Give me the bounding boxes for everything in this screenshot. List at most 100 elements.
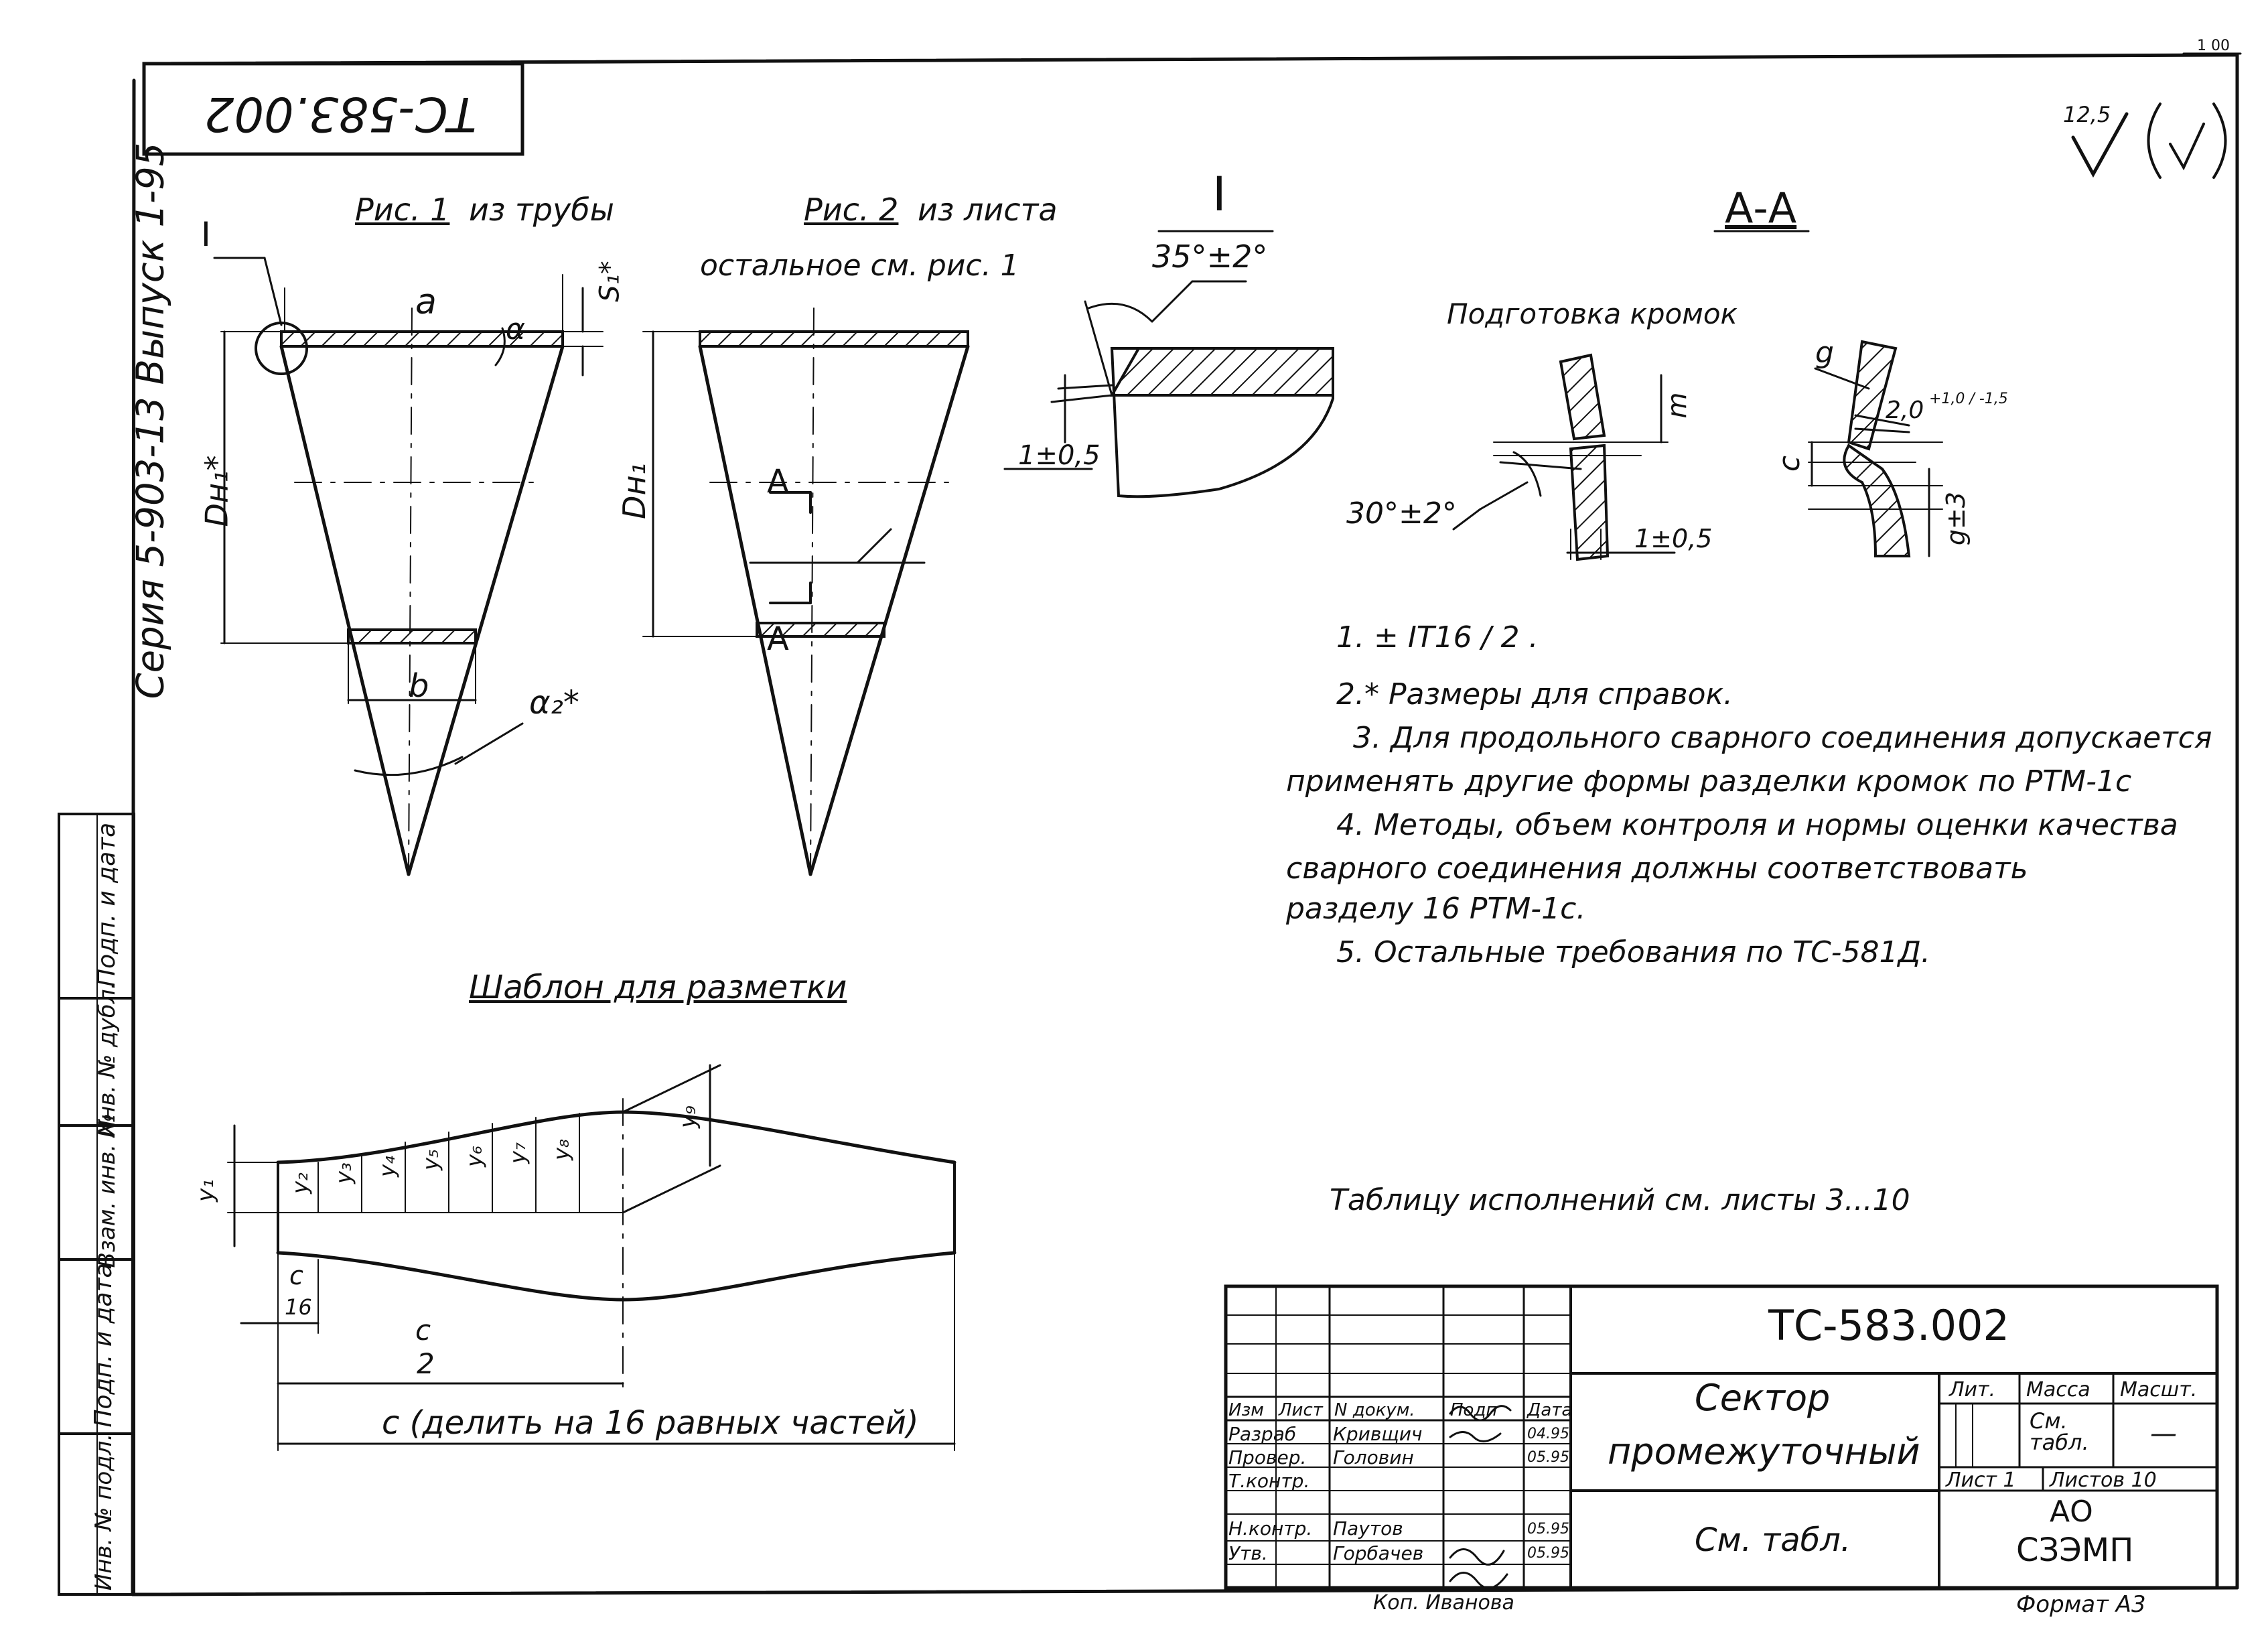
section-aa-gap: 1±0,5 <box>1634 524 1713 553</box>
tb-lit-label: Лит. <box>1949 1378 1996 1402</box>
roughness-value: 12,5 <box>2063 102 2111 127</box>
template-y-label: y₁ <box>192 1179 219 1202</box>
detail1-part <box>1110 347 1334 498</box>
tb-name: Головин <box>1333 1446 1414 1469</box>
title-block-material: См. табл. <box>1695 1521 1851 1559</box>
fig1-label-b: b <box>409 667 429 705</box>
fig2-cone-right <box>808 344 970 876</box>
fig1-label-a: a <box>415 282 437 322</box>
template-c16-den: 16 <box>285 1294 312 1320</box>
note-line: 4. Методы, объем контроля и нормы оценки… <box>1336 808 2178 842</box>
tb-header: Лист <box>1279 1400 1323 1420</box>
tb-header: Дата <box>1527 1400 1573 1420</box>
tb-scale-label: Масшт. <box>2120 1378 2198 1402</box>
side-stamp-label: Подп. и дата <box>90 1263 117 1428</box>
note-line: 5. Остальные требования по ТС-581Д. <box>1336 935 1930 969</box>
detail1-angle: 35°±2° <box>1152 238 1268 275</box>
tb-role: Провер. <box>1228 1446 1307 1469</box>
fig1-detail-label: I <box>201 215 211 254</box>
tb-sheet-label: Лист 1 <box>1946 1469 2016 1492</box>
table-note: Таблицу исполнений см. листы 3...10 <box>1330 1183 1910 1217</box>
fig2-bottom-wall <box>756 622 885 638</box>
section-aa-m: m <box>1662 392 1693 419</box>
template-title: Шаблон для разметки <box>469 969 847 1006</box>
note-line: разделу 16 РТМ-1с. <box>1286 892 1586 926</box>
note-line: 1. ± IT16 / 2 . <box>1336 620 1539 655</box>
tb-mass-value: См. табл. <box>2030 1408 2089 1455</box>
tb-mass-label: Масса <box>2026 1378 2090 1402</box>
fig1-top-wall <box>280 330 564 348</box>
tb-copied-by: Коп. Иванова <box>1373 1591 1514 1615</box>
fig1-label-alpha: α <box>506 312 526 346</box>
tb-org-2: СЗЭМП <box>2016 1531 2134 1569</box>
template-y-label: y₆ <box>461 1146 487 1167</box>
fig2-section-top: A <box>767 463 789 500</box>
template-c16-num: c <box>289 1261 303 1290</box>
fig1-cone-right <box>407 344 565 876</box>
tb-role: Разраб <box>1228 1423 1297 1445</box>
tb-header: N докум. <box>1334 1400 1415 1420</box>
section-aa-g3: g±3 <box>1941 491 1971 546</box>
fig1-title: Рис. 1 <box>355 192 450 228</box>
tb-scale-value: — <box>2150 1418 2177 1449</box>
corner-mark: 1 00 <box>2197 38 2230 54</box>
tb-role: Н.контр. <box>1228 1517 1313 1540</box>
fig2-cone-left <box>698 344 812 876</box>
template-c2-den: 2 <box>417 1347 435 1380</box>
tb-org-1: АО <box>2050 1495 2093 1529</box>
note-line: 2.* Размеры для справок. <box>1336 677 1733 711</box>
fig1-label-alpha2: α₂* <box>529 684 579 722</box>
tb-name: Кривщич <box>1333 1423 1423 1445</box>
tb-role: Т.контр. <box>1228 1470 1310 1492</box>
note-line: 3. Для продольного сварного соединения д… <box>1353 721 2212 755</box>
tb-role: Утв. <box>1228 1542 1268 1564</box>
tb-header: Изм <box>1228 1400 1264 1420</box>
detail1-title: I <box>1212 167 1226 222</box>
template-y-label: y₇ <box>504 1142 530 1164</box>
fig2-title: Рис. 2 <box>804 192 899 228</box>
fig2-subtitle: из листа <box>918 192 1058 228</box>
fig2-note: остальное см. рис. 1 <box>700 249 1019 283</box>
title-block-frame <box>1224 1284 2219 1590</box>
template-top-curve <box>276 1110 956 1164</box>
template-y-label: y₂ <box>287 1172 313 1194</box>
template-y-label: y₃ <box>330 1162 356 1184</box>
detail1-gap: 1±0,5 <box>1018 440 1101 471</box>
stamp-code: ТС-583.002 <box>204 86 477 141</box>
section-aa-title: А-А <box>1725 184 1797 232</box>
fig1-label-s1: S₁* <box>594 261 626 302</box>
title-block-code: ТС-583.002 <box>1768 1301 2009 1350</box>
tb-date: 04.95 <box>1527 1426 1569 1442</box>
section-aa-c: c <box>1772 455 1807 472</box>
template-bottom-curve <box>276 1251 956 1302</box>
template-c2-num: c <box>415 1314 431 1347</box>
section-aa-subtitle: Подготовка кромок <box>1447 297 1738 330</box>
template-y-label: y₄ <box>374 1156 400 1177</box>
tb-date: 05.95 <box>1527 1521 1569 1538</box>
title-block-name-2: промежуточный <box>1608 1430 1920 1473</box>
tb-sheets-label: Листов 10 <box>2050 1469 2157 1492</box>
template-y-label: y₈ <box>548 1139 574 1160</box>
note-line: применять другие формы разделки кромок п… <box>1286 764 2132 799</box>
fig1-cone-left <box>279 344 411 876</box>
tb-format: Формат А3 <box>2016 1591 2146 1618</box>
fig2-top-wall <box>699 330 969 348</box>
section-aa-g: g <box>1815 336 1834 370</box>
side-stamp-label: Подп. и дата <box>93 822 121 987</box>
tb-date: 05.95 <box>1527 1449 1569 1466</box>
template-y-label: y₅ <box>417 1149 443 1170</box>
tb-name: Горбачев <box>1333 1542 1424 1564</box>
title-block-name-1: Сектор <box>1695 1377 1831 1419</box>
section-aa-angle: 30°±2° <box>1346 496 1457 531</box>
side-stamp-label: Взам. инв. № <box>94 1113 121 1268</box>
section-aa-dim20: 2,0 <box>1886 397 1924 424</box>
template-y-label: y₉ <box>674 1105 701 1128</box>
side-stamp-label: Инв. № подл. <box>90 1433 117 1591</box>
section-aa-dimtol: +1,0 / -1,5 <box>1929 391 2008 407</box>
stamp-box <box>142 62 524 156</box>
template-c-label: c (делить на 16 равных частей) <box>382 1404 919 1442</box>
fig1-subtitle: из трубы <box>469 192 614 228</box>
note-line: сварного соединения должны соответствова… <box>1286 851 2028 886</box>
